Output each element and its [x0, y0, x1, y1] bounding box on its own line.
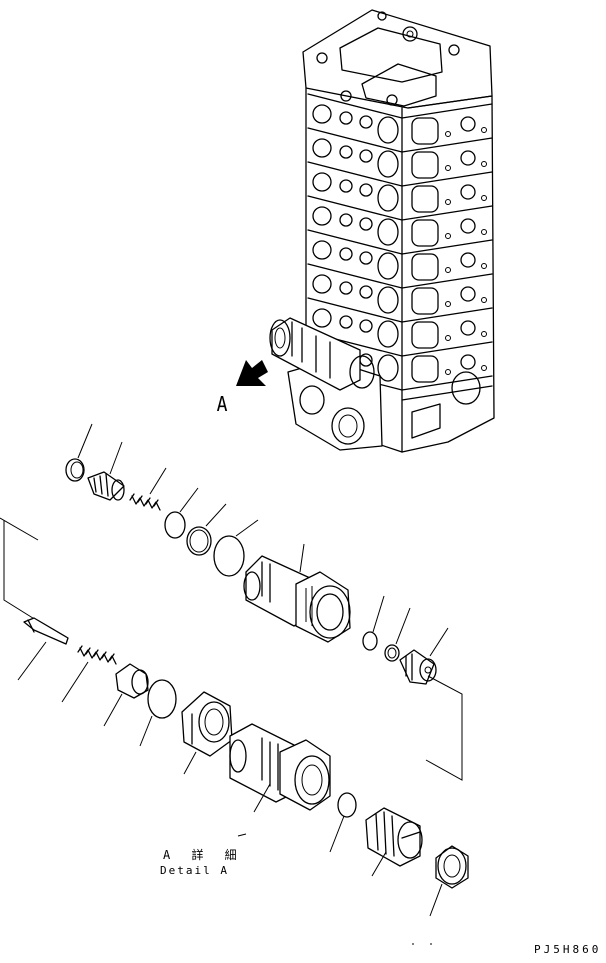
drawing-code: PJ5H860 [534, 943, 602, 956]
o-ring-4 [384, 607, 411, 662]
snap-ring-1 [65, 423, 93, 482]
cap-nut [429, 845, 469, 917]
o-ring-2 [213, 519, 259, 577]
detail-bracket [0, 517, 463, 781]
exploded-row-lower [17, 617, 469, 945]
o-ring-1 [164, 487, 199, 539]
spring-seat [87, 441, 125, 501]
valve-body-upper [243, 543, 351, 643]
detail-title-jp: A 詳 細 [163, 848, 244, 862]
sleeve [229, 723, 331, 837]
spring-2 [61, 645, 117, 703]
backup-ring-1 [186, 503, 227, 556]
plug-lower [365, 807, 423, 877]
view-direction-arrow-icon [236, 360, 268, 386]
exploded-row-upper [65, 423, 449, 685]
nut-large [181, 691, 233, 775]
o-ring-3 [362, 595, 385, 651]
piston [103, 663, 149, 727]
control-valve-assembly [269, 9, 495, 453]
o-ring-6 [329, 792, 357, 853]
view-arrow-label: A [216, 392, 228, 416]
poppet-pin [17, 617, 69, 681]
plug-small [399, 627, 449, 685]
spring-1 [129, 467, 167, 511]
detail-title-en: Detail A [160, 864, 229, 877]
o-ring-5 [139, 679, 177, 747]
relief-valve-in-block [269, 317, 375, 391]
